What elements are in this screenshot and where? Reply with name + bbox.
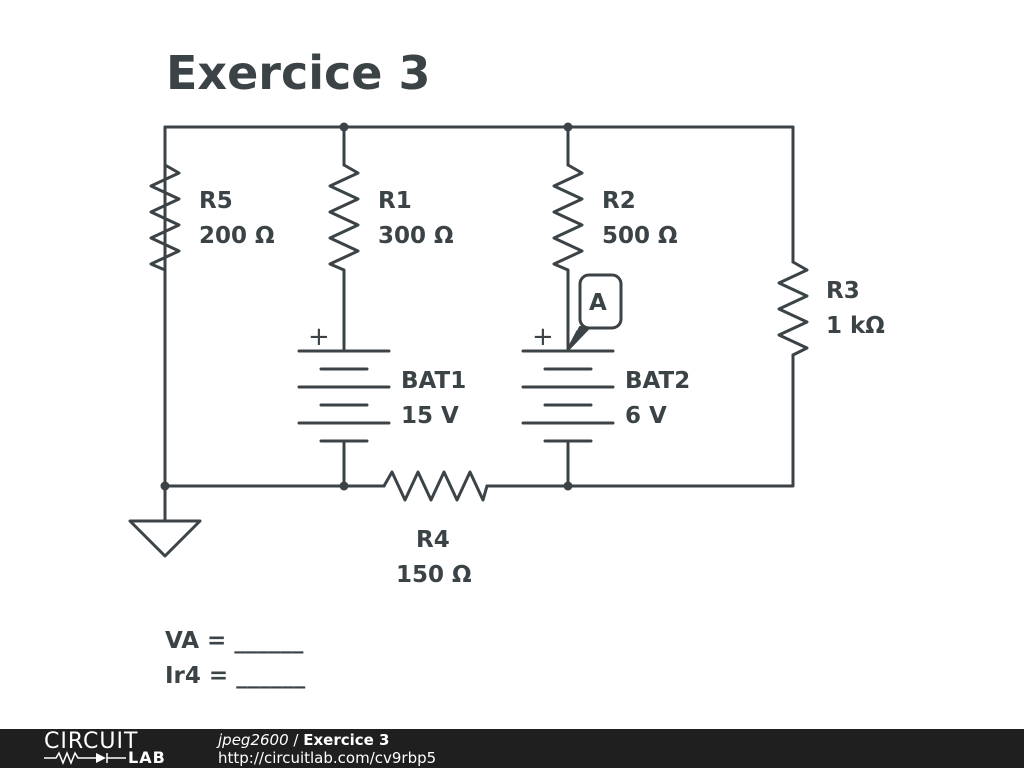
r5-resistor [149, 163, 181, 272]
r2-resistor [552, 163, 584, 352]
node-bottom-bat1 [339, 481, 349, 491]
r4-name: R4 [416, 527, 450, 553]
bat1-value: 15 V [401, 403, 459, 429]
author-link[interactable]: jpeg2600 [218, 731, 289, 749]
circuit-meta: jpeg2600 / Exercice 3 [218, 731, 389, 749]
r2-name: R2 [602, 188, 636, 214]
node-bottom-bat2 [563, 481, 573, 491]
ground-symbol [128, 484, 202, 558]
r4-resistor [382, 470, 489, 502]
r2-value: 500 Ω [602, 223, 678, 249]
top-rail-wire [163, 125, 795, 272]
r3-name: R3 [826, 278, 860, 304]
logo-lab-text: LAB [128, 748, 166, 767]
logo-circuit-text: CIRCUIT [44, 729, 139, 754]
logo-waveform-icon [44, 750, 126, 766]
bat1-polarity: + [308, 322, 330, 352]
probe-a-marker[interactable]: A [566, 273, 623, 351]
circuit-title-link[interactable]: Exercice 3 [303, 731, 390, 749]
bat2-name: BAT2 [625, 368, 690, 394]
probe-a-label: A [589, 290, 607, 316]
r1-value: 300 Ω [378, 223, 454, 249]
r1-resistor [328, 163, 360, 352]
footer-bar: CIRCUIT LAB jpeg2600 / Exercice 3 http:/… [0, 729, 1024, 768]
r1-name: R1 [378, 188, 412, 214]
r5-value: 200 Ω [199, 223, 275, 249]
question-ir4: Ir4 = ______ [165, 663, 306, 689]
r5-name: R5 [199, 188, 233, 214]
bat1-battery [297, 349, 391, 488]
node-top-r1 [339, 122, 349, 132]
bat1-name: BAT1 [401, 368, 466, 394]
meta-separator: / [288, 731, 304, 749]
r3-resistor [777, 260, 809, 357]
question-va: VA = ______ [165, 628, 304, 654]
bat2-polarity: + [532, 322, 554, 352]
bottom-rail-left-wire [163, 260, 386, 488]
bat2-battery [521, 349, 615, 488]
circuit-url-link[interactable]: http://circuitlab.com/cv9rbp5 [218, 749, 437, 767]
bat2-value: 6 V [625, 403, 667, 429]
page-title: Exercice 3 [166, 46, 431, 100]
r4-value: 150 Ω [396, 562, 472, 588]
node-top-r2 [563, 122, 573, 132]
r3-value: 1 kΩ [826, 313, 885, 339]
bottom-rail-right-wire [485, 353, 795, 488]
